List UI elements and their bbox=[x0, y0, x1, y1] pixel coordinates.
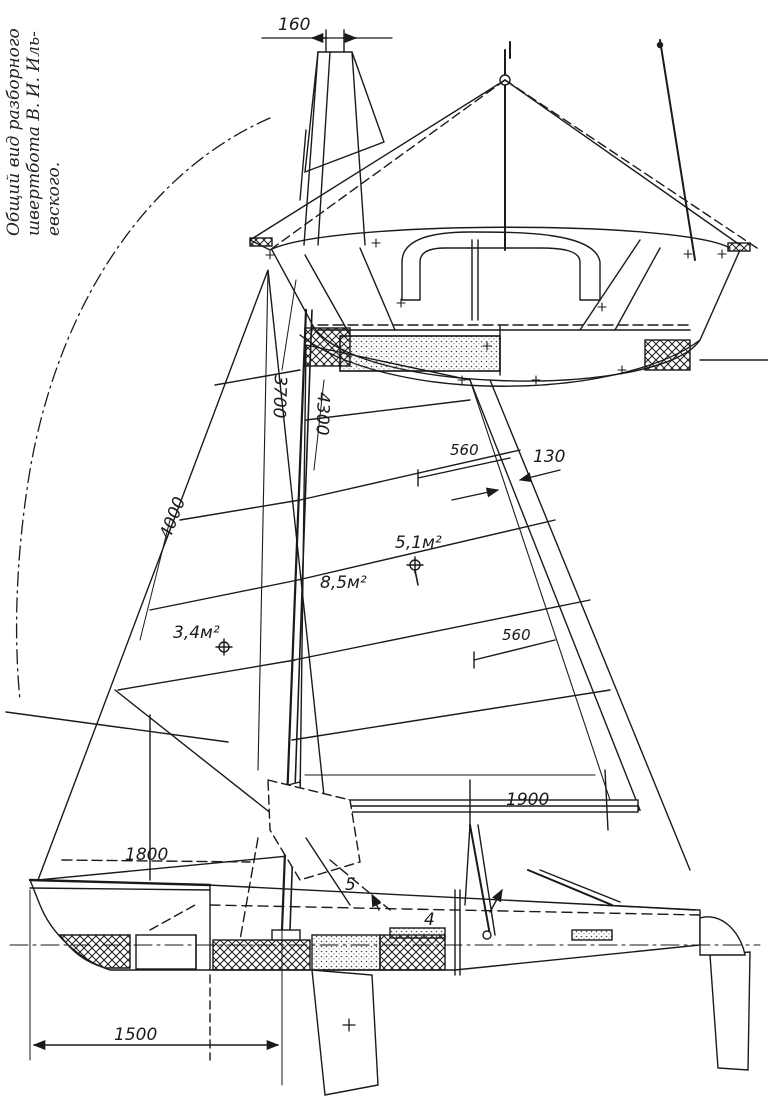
sweep-arc bbox=[15, 117, 271, 701]
dim-jib-foot: 1800 bbox=[125, 845, 168, 865]
area-main: 5,1м² bbox=[395, 533, 442, 553]
main-sail bbox=[299, 344, 642, 811]
dim-boom-length: 1900 bbox=[506, 790, 549, 810]
jib-sail bbox=[36, 269, 331, 881]
batten-lower bbox=[473, 639, 556, 661]
dim-top-width: 160 bbox=[278, 15, 310, 35]
dim-batten-upper: 560 bbox=[450, 441, 479, 459]
mast-head-shape bbox=[304, 51, 385, 174]
batten-upper bbox=[417, 457, 511, 479]
dim-hoist-upper: 3700 bbox=[268, 375, 289, 419]
arc-leader bbox=[5, 711, 229, 743]
callout-item-4: 4 bbox=[424, 910, 435, 930]
hull-section-inset bbox=[249, 29, 768, 387]
centreboard bbox=[311, 969, 379, 1096]
dim-mast-height: 4300 bbox=[311, 392, 332, 436]
dim-mast-gap: 130 bbox=[533, 447, 565, 467]
dim-bow-length: 1500 bbox=[114, 1025, 157, 1045]
callout-item-5: 5 bbox=[345, 875, 356, 895]
cockpit-opening bbox=[401, 231, 601, 301]
dim-batten-lower: 560 bbox=[502, 626, 531, 644]
rudder bbox=[709, 951, 751, 1071]
area-jib: 3,4м² bbox=[173, 623, 220, 643]
area-total: 8,5м² bbox=[320, 573, 367, 593]
dim-jib-luff: 4000 bbox=[156, 494, 190, 542]
